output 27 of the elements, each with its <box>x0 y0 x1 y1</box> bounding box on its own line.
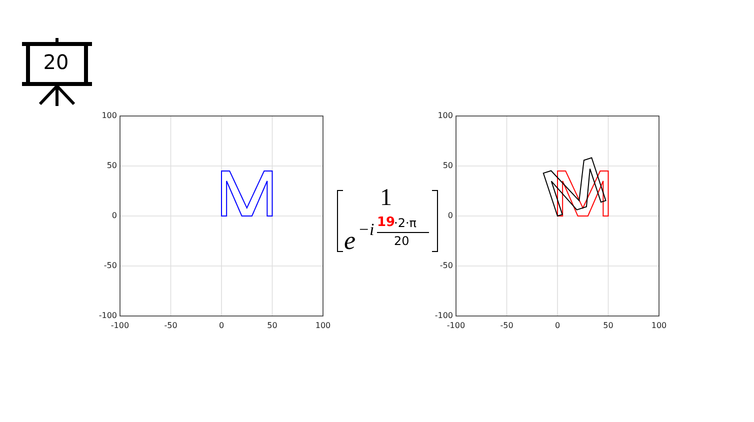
tick-label: 100 <box>438 112 453 120</box>
tick-label: -100 <box>446 322 466 330</box>
tick-label: 100 <box>102 112 117 120</box>
tick-label: -100 <box>98 312 117 320</box>
math-text: ·2·π <box>394 217 416 229</box>
tick-label: 50 <box>603 322 614 330</box>
tick-label: 50 <box>267 322 278 330</box>
slide-number: 20 <box>42 50 70 74</box>
tick-label: -50 <box>164 322 178 330</box>
tick-label: 50 <box>442 162 453 170</box>
math-text: 20 <box>394 235 410 247</box>
tick-label: 0 <box>218 322 224 330</box>
tick-label: 0 <box>554 322 560 330</box>
tick-label: 50 <box>106 162 117 170</box>
tick-label: 100 <box>651 322 667 330</box>
tick-label: 0 <box>112 212 117 220</box>
tick-label: -100 <box>110 322 130 330</box>
tick-label: -50 <box>104 262 117 270</box>
tick-label: 100 <box>315 322 331 330</box>
math-text: 1 <box>380 186 392 210</box>
math-text: 19 <box>377 216 396 229</box>
math-text: e <box>344 228 356 254</box>
math-text: −i <box>358 221 374 238</box>
tick-label: -100 <box>434 312 453 320</box>
tick-label: 0 <box>448 212 453 220</box>
tick-label: -50 <box>440 262 453 270</box>
tick-label: -50 <box>500 322 514 330</box>
